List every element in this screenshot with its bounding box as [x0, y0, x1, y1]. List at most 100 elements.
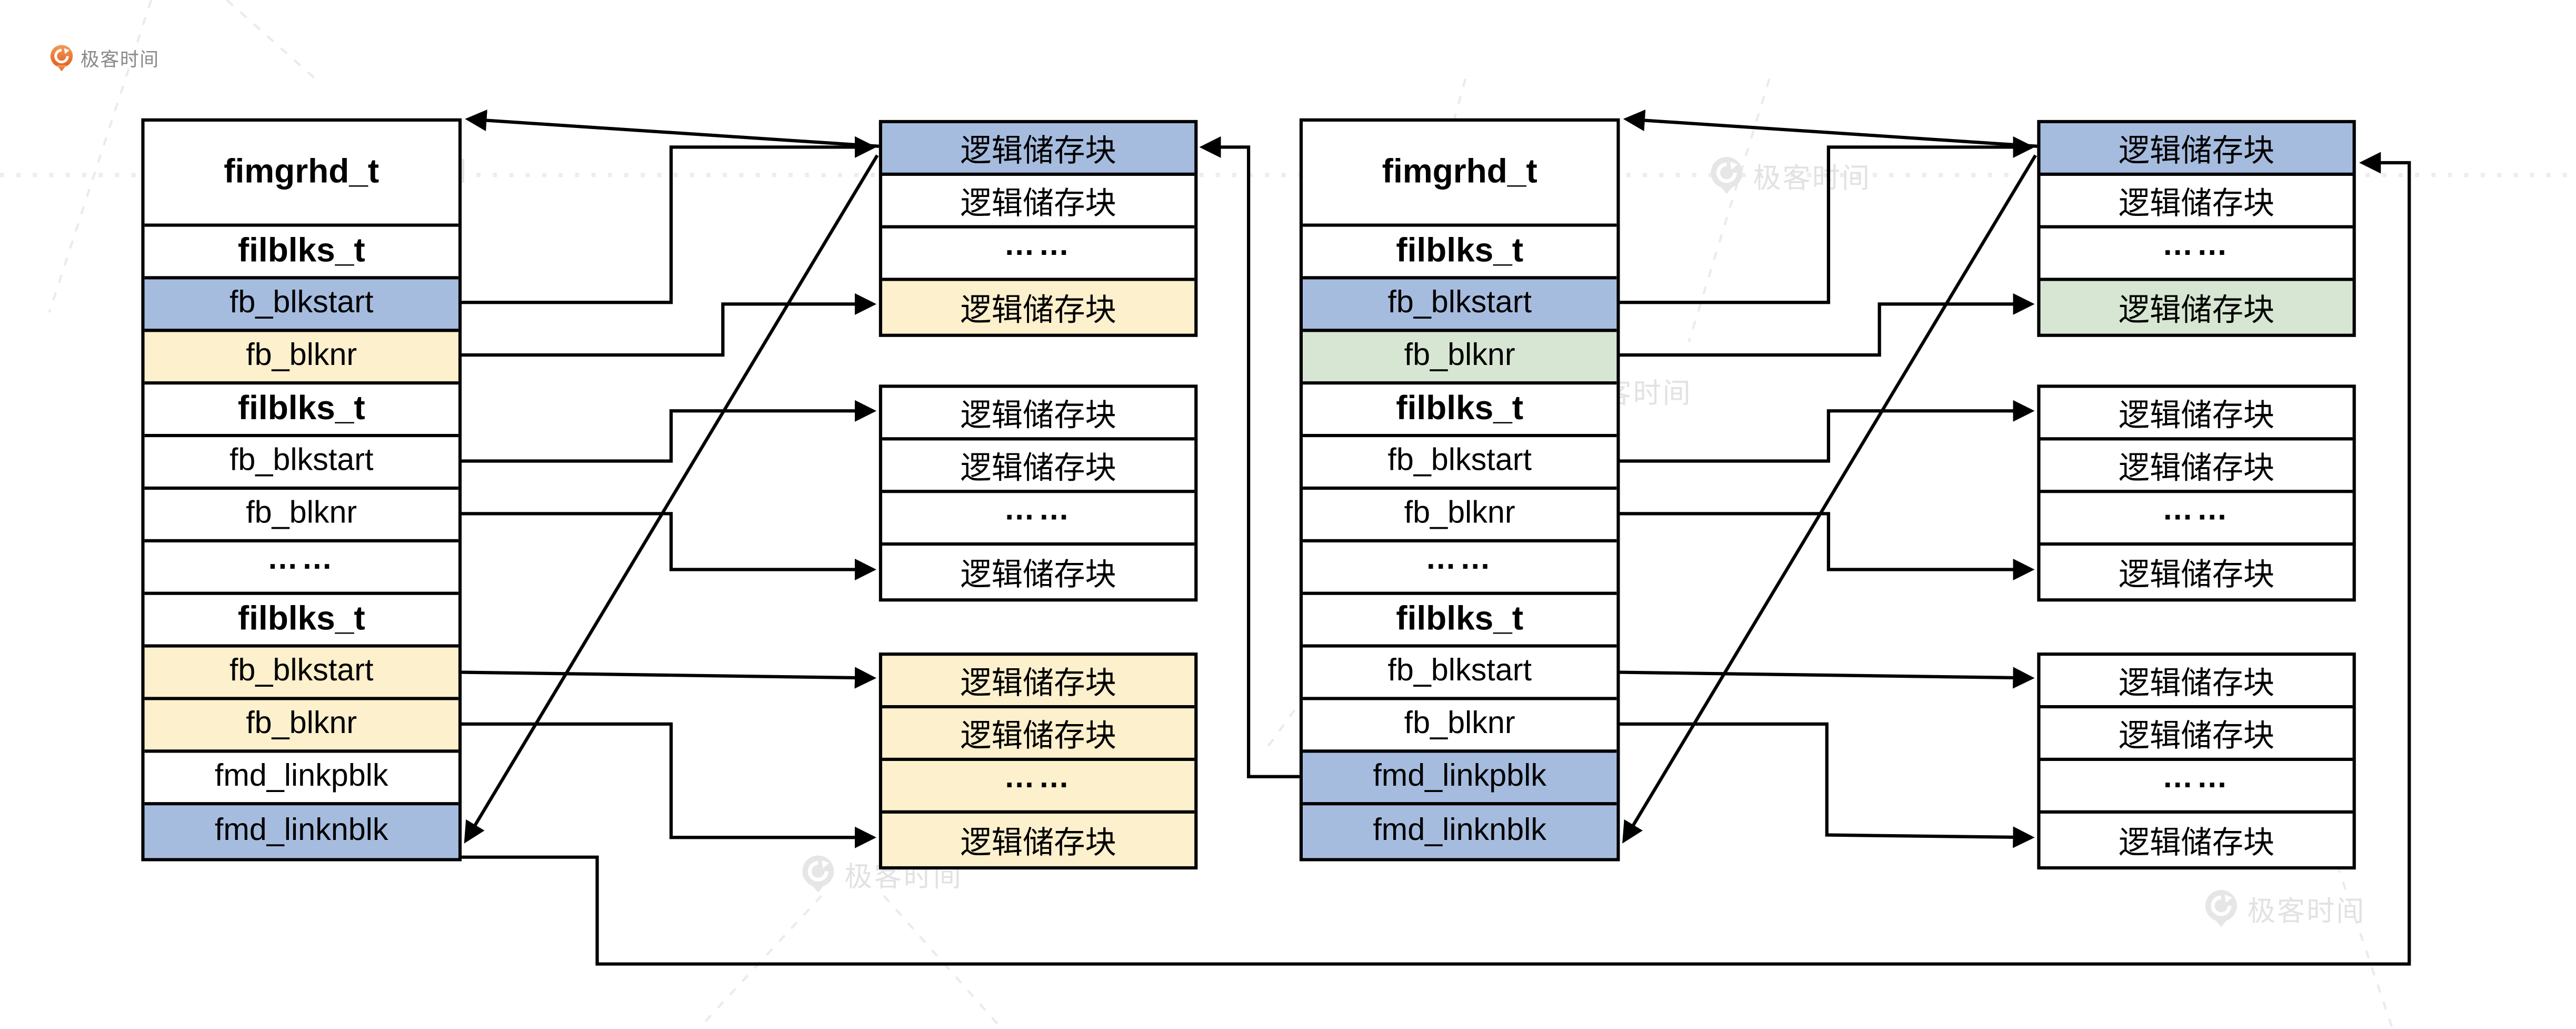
- row-label: filblks_t: [237, 600, 365, 638]
- block-label: 逻辑储存块: [2118, 558, 2275, 593]
- row-label: fb_blknr: [1404, 707, 1515, 741]
- block-row: 逻辑储存块: [2040, 546, 2353, 599]
- table-row: filblks_t: [144, 226, 458, 280]
- table-row: fb_blkstart: [1303, 437, 1617, 490]
- block-row: ……: [882, 761, 1195, 814]
- block-label: 逻辑储存块: [2118, 451, 2275, 486]
- table-row: fb_blknr: [1303, 490, 1617, 542]
- block-row: 逻辑储存块: [2040, 440, 2353, 493]
- block-label: 逻辑储存块: [2118, 719, 2275, 754]
- block-row: 逻辑储存块: [882, 656, 1195, 709]
- watermark-text: 极客时间: [1753, 162, 1872, 194]
- block-group: 逻辑储存块逻辑储存块……逻辑储存块: [2037, 652, 2356, 870]
- table-row: fmd_linknblk: [1303, 805, 1617, 858]
- block-row: 逻辑储存块: [882, 440, 1195, 493]
- block-row: 逻辑储存块: [882, 281, 1195, 334]
- watermark-dash-line: [1688, 78, 1771, 342]
- watermark-dash-line: [883, 895, 1002, 1028]
- block-label: 逻辑储存块: [2118, 293, 2275, 328]
- block-row: 逻辑储存块: [2040, 388, 2353, 441]
- table-row: fb_blknr: [1303, 700, 1617, 753]
- table-row: fb_blkstart: [144, 437, 458, 490]
- block-row: 逻辑储存块: [2040, 123, 2353, 176]
- block-label: 逻辑储存块: [960, 186, 1116, 221]
- watermark-stamp: 极客时间: [2203, 887, 2365, 928]
- table-row: fb_blkstart: [144, 279, 458, 332]
- row-label: fmd_linkpblk: [214, 759, 388, 794]
- table-row: fmd_linkpblk: [144, 753, 458, 806]
- block-label: ……: [2162, 493, 2231, 528]
- table-row: fb_blknr: [144, 332, 458, 385]
- watermark-logo-icon: [800, 854, 836, 893]
- block-label: 逻辑储存块: [2118, 134, 2275, 169]
- table-row: filblks_t: [1303, 384, 1617, 438]
- row-label: fmd_linknblk: [214, 813, 388, 848]
- block-row: 逻辑储存块: [2040, 813, 2353, 866]
- block-row: 逻辑储存块: [882, 388, 1195, 441]
- row-label: fimgrhd_t: [224, 153, 380, 191]
- block-row: 逻辑储存块: [2040, 281, 2353, 334]
- table-row: ……: [1303, 542, 1617, 595]
- block-label: 逻辑储存块: [2118, 186, 2275, 221]
- row-label: fb_blknr: [1404, 496, 1515, 531]
- row-label: fb_blknr: [246, 707, 357, 741]
- block-row: ……: [2040, 761, 2353, 814]
- block-group: 逻辑储存块逻辑储存块……逻辑储存块: [878, 384, 1198, 602]
- table-row: fb_blkstart: [1303, 279, 1617, 332]
- block-row: 逻辑储存块: [882, 813, 1195, 866]
- block-row: ……: [2040, 493, 2353, 546]
- block-label: 逻辑储存块: [960, 826, 1116, 860]
- row-label: fb_blknr: [246, 338, 357, 373]
- table-row: filblks_t: [1303, 595, 1617, 648]
- block-row: ……: [882, 228, 1195, 281]
- block-row: 逻辑储存块: [882, 546, 1195, 599]
- block-row: 逻辑储存块: [882, 123, 1195, 176]
- row-label: fmd_linkpblk: [1373, 759, 1546, 794]
- block-row: 逻辑储存块: [882, 175, 1195, 229]
- row-label: fb_blkstart: [229, 443, 374, 479]
- block-label: 逻辑储存块: [960, 451, 1116, 486]
- row-label: fb_blkstart: [229, 286, 374, 321]
- watermark-dash-line: [1262, 709, 1296, 754]
- block-label: 逻辑储存块: [960, 398, 1116, 433]
- table-row: fb_blkstart: [1303, 647, 1617, 700]
- watermark-dash-line: [699, 895, 823, 1028]
- block-row: 逻辑储存块: [882, 708, 1195, 761]
- block-label: ……: [1004, 493, 1073, 528]
- block-row: ……: [882, 493, 1195, 546]
- watermark-logo-icon: [2203, 888, 2239, 928]
- table-row: ……: [144, 542, 458, 595]
- block-label: 逻辑储存块: [2118, 666, 2275, 701]
- row-label: fb_blkstart: [229, 654, 374, 689]
- table-row: fb_blknr: [1303, 332, 1617, 385]
- block-label: 逻辑储存块: [960, 134, 1116, 169]
- row-label: filblks_t: [237, 389, 365, 428]
- watermark-text: 极客时间: [2247, 896, 2366, 927]
- block-group: 逻辑储存块逻辑储存块……逻辑储存块: [2037, 120, 2356, 337]
- row-label: filblks_t: [1396, 600, 1524, 638]
- block-label: ……: [1004, 761, 1073, 796]
- row-label: filblks_t: [1396, 232, 1524, 270]
- geektime-logo-icon: [49, 44, 74, 72]
- block-label: 逻辑储存块: [960, 293, 1116, 328]
- row-label: fb_blkstart: [1387, 443, 1532, 479]
- block-group: 逻辑储存块逻辑储存块……逻辑储存块: [878, 652, 1198, 870]
- row-label: filblks_t: [1396, 389, 1524, 428]
- block-label: 逻辑储存块: [960, 666, 1116, 701]
- watermark-stamp: 极客时间: [1709, 154, 1871, 195]
- watermark-dash-line: [226, 0, 316, 80]
- block-group: 逻辑储存块逻辑储存块……逻辑储存块: [2037, 384, 2356, 602]
- block-label: ……: [1004, 228, 1073, 263]
- table-row: filblks_t: [144, 595, 458, 648]
- table-row: filblks_t: [1303, 226, 1617, 280]
- row-label: fb_blkstart: [1387, 654, 1532, 689]
- table-row: fb_blkstart: [144, 647, 458, 700]
- table-row: filblks_t: [144, 384, 458, 438]
- row-label: fb_blkstart: [1387, 286, 1532, 321]
- row-label: fb_blknr: [246, 496, 357, 531]
- table-row: fmd_linkpblk: [1303, 753, 1617, 806]
- block-label: ……: [2162, 228, 2231, 263]
